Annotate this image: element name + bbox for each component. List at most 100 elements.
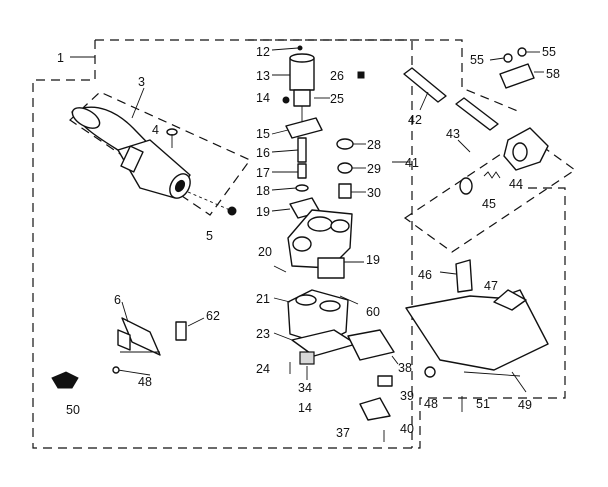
leader-43: [457, 139, 471, 153]
callout-5: 5: [206, 229, 213, 243]
solenoid-13: [289, 57, 315, 91]
hose-42: [403, 67, 447, 103]
leader-12: [271, 47, 299, 51]
callout-14-bottom: 14: [298, 401, 312, 415]
washer-18: [295, 184, 309, 192]
throttle-plate-49-rod: [463, 371, 521, 377]
leader-16: [271, 149, 299, 153]
pin-26: [357, 71, 365, 79]
carburetor-bore-left: [307, 216, 333, 232]
callout-3: 3: [138, 75, 145, 89]
throttle-plate-49-arm: [493, 289, 527, 311]
valve-body-43-port: [512, 142, 528, 162]
leader-38: [391, 355, 399, 365]
bracket-15: [285, 117, 323, 139]
callout-48-left: 48: [138, 375, 152, 389]
callout-12: 12: [256, 45, 270, 59]
spring-pin-eye: [112, 366, 120, 374]
callout-28: 28: [367, 138, 381, 152]
callout-43: 43: [446, 127, 460, 141]
air-cleaner-assembly: [71, 106, 231, 211]
washer-45: [459, 177, 473, 195]
gasket-19-side: [317, 257, 345, 279]
boundary-valve-group: [403, 135, 577, 253]
callout-24: 24: [256, 362, 270, 376]
callout-34: 34: [298, 381, 312, 395]
callout-55-left: 55: [470, 53, 484, 67]
leader-49: [511, 371, 527, 393]
spring-48-right: [424, 366, 436, 378]
callout-42: 42: [408, 113, 422, 127]
clip-39: [377, 375, 393, 387]
callout-40: 40: [400, 422, 414, 436]
leader-15: [271, 129, 289, 135]
callout-13: 13: [256, 69, 270, 83]
callout-50: 50: [66, 403, 80, 417]
bracket-6-lip: [117, 329, 131, 351]
right-assemblies: [403, 47, 549, 412]
callout-20: 20: [258, 245, 272, 259]
throttle-plate-49: [405, 289, 549, 371]
callout-25: 25: [330, 92, 344, 106]
callout-15: 15: [256, 127, 270, 141]
callout-37: 37: [336, 426, 350, 440]
callout-49: 49: [518, 398, 532, 412]
plunger-25: [293, 89, 311, 107]
cap-29: [337, 162, 353, 174]
callout-62: 62: [206, 309, 220, 323]
leader-18: [271, 187, 297, 191]
leader-6: [121, 301, 129, 323]
callout-23: 23: [256, 327, 270, 341]
callout-60: 60: [366, 305, 380, 319]
callout-46: 46: [418, 268, 432, 282]
nut-5: [227, 206, 237, 216]
leader-62: [187, 317, 205, 327]
boundary-outer: [32, 40, 566, 449]
screw-55-left: [503, 53, 513, 63]
carburetor-stack: [273, 45, 395, 442]
bracket-58: [499, 63, 535, 89]
callout-19-top: 19: [256, 205, 270, 219]
screw-14-top: [282, 96, 290, 104]
leader-42: [419, 91, 429, 111]
leader-46: [439, 271, 457, 275]
leader-dash-5: [187, 191, 231, 211]
callout-44: 44: [509, 177, 523, 191]
leader-21: [273, 297, 291, 303]
leader-55-left: [489, 57, 505, 61]
screw-55-right: [517, 47, 527, 57]
bracket-46: [455, 259, 473, 293]
callout-21: 21: [256, 292, 270, 306]
carburetor-bore-right: [330, 219, 350, 233]
intake-horn-mouth: [71, 107, 101, 129]
spring-pin-48-left: [112, 366, 151, 376]
plate-38: [347, 329, 395, 361]
bushing-30: [338, 183, 352, 199]
carburetor-port-front: [292, 236, 312, 252]
leader-19-top: [271, 208, 291, 212]
spring-pin-shaft: [117, 369, 151, 376]
callout-47: 47: [484, 279, 498, 293]
jet-17: [297, 163, 307, 179]
callout-30: 30: [367, 186, 381, 200]
wing-nut-50-body: [51, 371, 79, 389]
wing-nut-50: [51, 371, 79, 389]
part-callouts: 1 3 4 5 6 12 13 14 15 16 17 18 19 20 21 …: [57, 45, 560, 440]
plate-37: [359, 397, 391, 421]
callout-29: 29: [367, 162, 381, 176]
callout-17: 17: [256, 166, 270, 180]
callout-leaders: [121, 47, 544, 393]
callout-51: 51: [476, 397, 490, 411]
spring-44: [483, 171, 501, 179]
intake-clamp: [120, 145, 144, 173]
callout-16: 16: [256, 146, 270, 160]
cap-28: [336, 138, 354, 150]
screw-4: [166, 128, 178, 148]
callout-39: 39: [400, 389, 414, 403]
callout-41: 41: [405, 156, 419, 170]
leader-3: [131, 87, 145, 119]
screw-20: [273, 265, 287, 273]
intake-tube-bore: [174, 179, 186, 193]
needle-16: [297, 137, 307, 163]
bolt-12: [297, 45, 303, 51]
